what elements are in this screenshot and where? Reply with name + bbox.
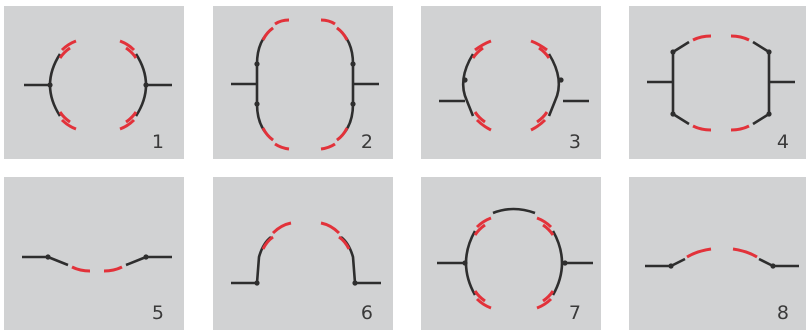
diagram-panel-8: 8 (629, 177, 806, 330)
config-diagram-6 (231, 221, 381, 286)
panel-number: 8 (776, 302, 789, 324)
diagram-panel-6: 6 (213, 177, 393, 330)
config-diagram-5 (22, 254, 172, 273)
diagram-panel-2: 2 (213, 6, 393, 159)
config-diagram-2 (231, 18, 379, 151)
panel-number: 3 (568, 131, 581, 153)
config-diagram-1 (24, 39, 172, 131)
panel-number: 1 (151, 131, 164, 153)
panel-number: 5 (151, 302, 164, 324)
config-diagram-8 (645, 247, 799, 269)
config-diagram-3 (439, 39, 589, 132)
diagram-panel-4: 4 (629, 6, 806, 159)
diagram-panel-5: 5 (4, 177, 184, 330)
panel-number: 7 (568, 302, 581, 324)
panel-number: 2 (360, 131, 373, 153)
diagram-panel-7: 7 (421, 177, 601, 330)
config-diagram-7 (437, 207, 593, 310)
panel-number: 6 (360, 302, 373, 324)
config-diagram-4 (647, 34, 795, 132)
diagram-panel-3: 3 (421, 6, 601, 159)
diagram-panel-1: 1 (4, 6, 184, 159)
panel-number: 4 (776, 131, 789, 153)
